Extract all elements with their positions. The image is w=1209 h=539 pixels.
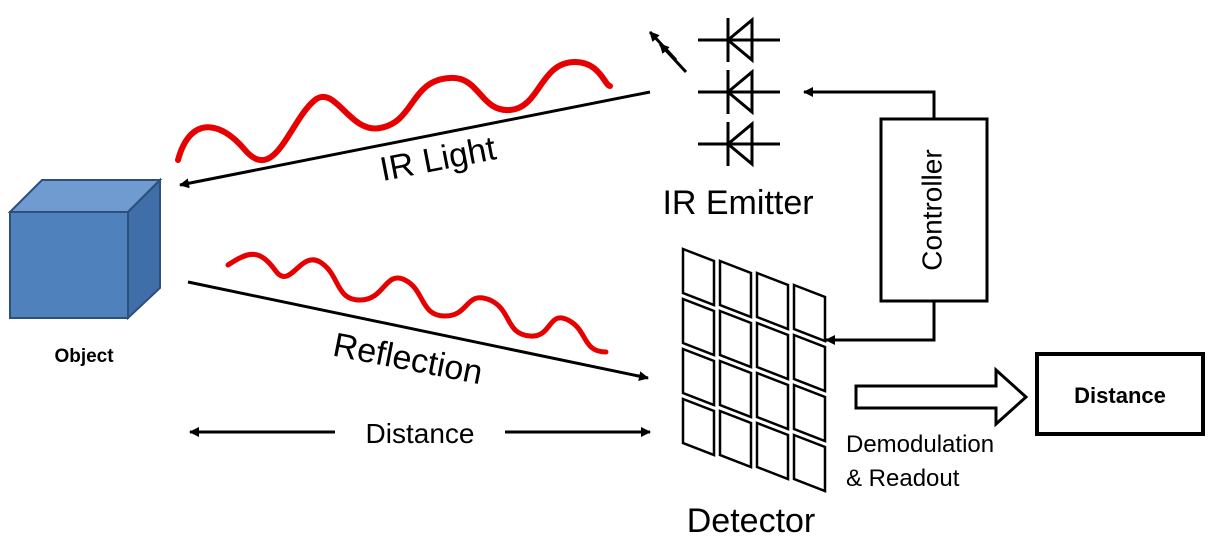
- ir-light-label: IR Light: [377, 129, 500, 189]
- object-label: Object: [54, 346, 114, 367]
- distance-output-box: [1035, 352, 1205, 436]
- detector-pixel: [755, 321, 790, 381]
- controller-to-detector: [825, 301, 936, 345]
- detector-pixel: [755, 421, 790, 481]
- reflection-arrow: [187, 280, 649, 382]
- detector-pixel: [681, 397, 716, 457]
- ir-emitter-label: IR Emitter: [662, 184, 813, 222]
- detector-pixel: [681, 247, 716, 307]
- detector-pixel: [755, 271, 790, 331]
- controller-to-emitter: [803, 87, 936, 119]
- demodulation-label-line1: Demodulation: [846, 431, 994, 458]
- detector-pixel: [718, 259, 753, 319]
- detector-pixel: [792, 283, 827, 343]
- detector-pixel: [681, 347, 716, 407]
- ir-emitter-diodes: [698, 16, 780, 168]
- detector-grid: [681, 247, 827, 493]
- object-cube: [7, 177, 163, 321]
- detector-pixel: [755, 371, 790, 431]
- demodulation-label-line2: & Readout: [846, 465, 960, 492]
- emission-arrows: [648, 30, 688, 74]
- detector-pixel: [792, 433, 827, 493]
- diode-3: [698, 120, 780, 168]
- detector-pixel: [718, 359, 753, 419]
- ir-light-wave: [175, 58, 613, 164]
- distance-arrow-label: Distance: [366, 418, 475, 449]
- cube-front-face: [9, 211, 129, 319]
- detector-pixel: [792, 383, 827, 443]
- detector-pixel: [792, 333, 827, 393]
- detector-pixel: [681, 297, 716, 357]
- diode-2: [698, 68, 780, 116]
- controller-label: Controller: [916, 149, 947, 270]
- ir-light-arrow: [179, 90, 651, 189]
- output-arrow: [854, 366, 1029, 428]
- diode-1: [698, 16, 780, 64]
- distance-output-label: Distance: [1074, 383, 1166, 408]
- reflection-wave: [225, 251, 609, 355]
- detector-pixel: [718, 409, 753, 469]
- detector-pixel: [718, 309, 753, 369]
- reflection-label: Reflection: [330, 326, 486, 392]
- detector-label: Detector: [687, 502, 816, 539]
